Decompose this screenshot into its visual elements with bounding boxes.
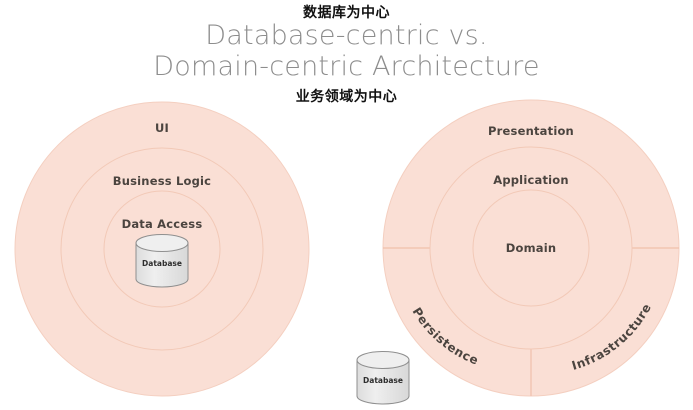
ring-label-ui: UI xyxy=(155,121,169,135)
page-title-line-2: Domain-centric Architecture xyxy=(153,51,540,83)
cylinder-body xyxy=(135,242,189,288)
page-title: Database-centric vs. Domain-centric Arch… xyxy=(0,20,693,83)
cylinder-top xyxy=(135,234,189,252)
ring-label-domain: Domain xyxy=(506,241,557,255)
diagram-domain-centric: Presentation Application Domain Persiste… xyxy=(382,99,680,397)
page-title-line-1: Database-centric vs. xyxy=(205,20,488,51)
cylinder-label: Database xyxy=(142,259,182,268)
ring-label-data-access: Data Access xyxy=(122,217,203,231)
database-cylinder-inner: Database xyxy=(135,234,189,288)
cylinder-label: Database xyxy=(363,376,403,385)
ring-label-presentation: Presentation xyxy=(488,124,574,138)
chinese-note-domain-centric: 业务领域为中心 xyxy=(295,89,398,105)
diagram-database-centric: UI Business Logic Data Access Database xyxy=(14,101,310,397)
ring-label-application: Application xyxy=(493,173,569,187)
ring-label-business-logic: Business Logic xyxy=(113,174,211,188)
database-cylinder-external: Database xyxy=(356,351,410,405)
cylinder-body xyxy=(356,359,410,405)
cylinder-top xyxy=(356,351,410,369)
ring-domain xyxy=(472,189,590,307)
chinese-note-database-centric: 数据库为中心 xyxy=(303,5,390,21)
